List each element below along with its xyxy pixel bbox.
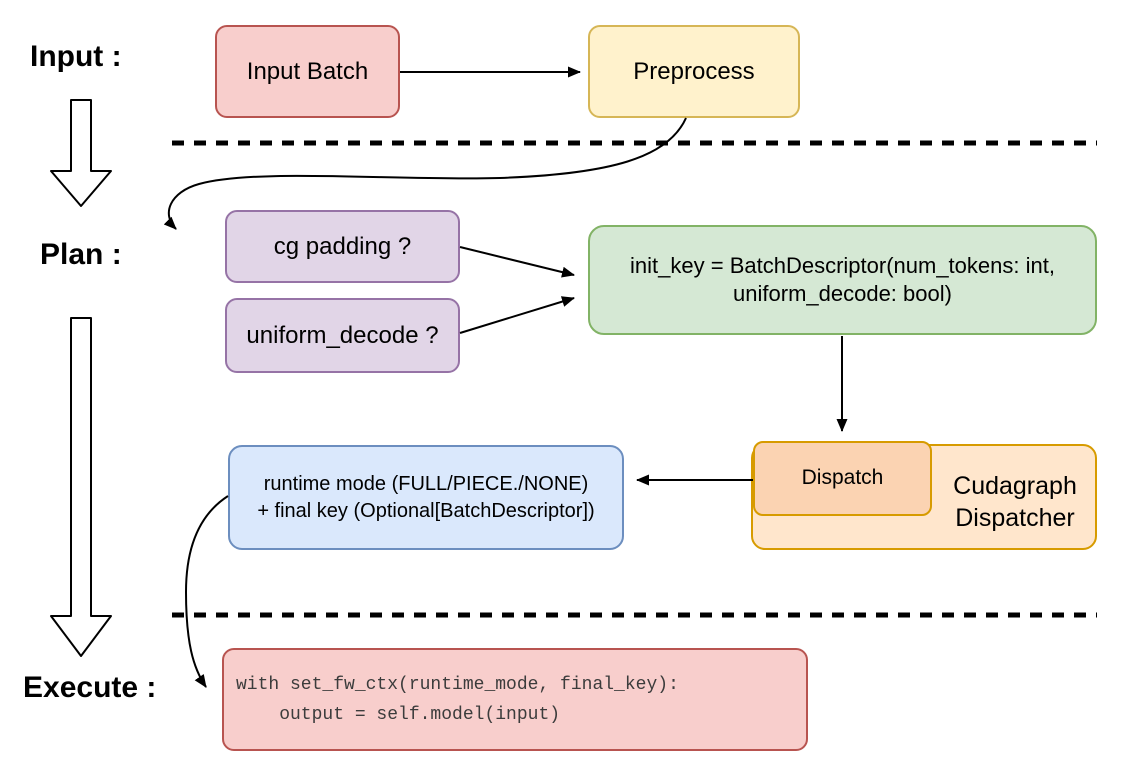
node-input-batch-label: Input Batch [246,57,369,85]
node-uniform-decode-label: uniform_decode ? [246,321,439,349]
stage-label-execute: Execute : [23,671,157,704]
stage-label-plan: Plan : [40,238,122,271]
node-cudagraph-dispatcher-line-2: Dispatcher [955,504,1075,532]
node-execute-code-line-2: output = self.model(input) [236,704,561,725]
node-cudagraph-dispatcher-line-1: Cudagraph [953,472,1077,500]
arrow-cg-padding-to-init-key [459,246,575,278]
node-runtime-mode-line-1: runtime mode (FULL/PIECE./NONE) [263,472,589,495]
node-execute-code: with set_fw_ctx(runtime_mode, final_key)… [222,648,808,751]
node-execute-code-line-1: with set_fw_ctx(runtime_mode, final_key)… [236,674,679,695]
node-runtime-mode: runtime mode (FULL/PIECE./NONE) + final … [228,445,624,550]
node-init-key-line-1: init_key = BatchDescriptor(num_tokens: i… [630,253,1055,278]
hollow-arrow-input-to-plan [50,99,112,207]
node-init-key: init_key = BatchDescriptor(num_tokens: i… [588,225,1097,335]
node-input-batch: Input Batch [215,25,400,118]
node-dispatch: Dispatch [753,441,932,516]
node-init-key-line-2: uniform_decode: bool) [733,281,952,306]
hollow-arrow-plan-to-execute [50,317,112,657]
arrow-uniform-decode-to-init-key [459,296,575,334]
node-dispatch-label: Dispatch [801,466,884,490]
node-preprocess-label: Preprocess [633,57,755,85]
node-uniform-decode: uniform_decode ? [225,298,460,373]
stage-label-input: Input : [30,40,122,73]
node-preprocess: Preprocess [588,25,800,118]
node-cg-padding-label: cg padding ? [273,232,412,260]
node-runtime-mode-line-2: + final key (Optional[BatchDescriptor]) [257,499,595,522]
node-cg-padding: cg padding ? [225,210,460,283]
node-cudagraph-dispatcher-label: Cudagraph Dispatcher [934,470,1096,534]
